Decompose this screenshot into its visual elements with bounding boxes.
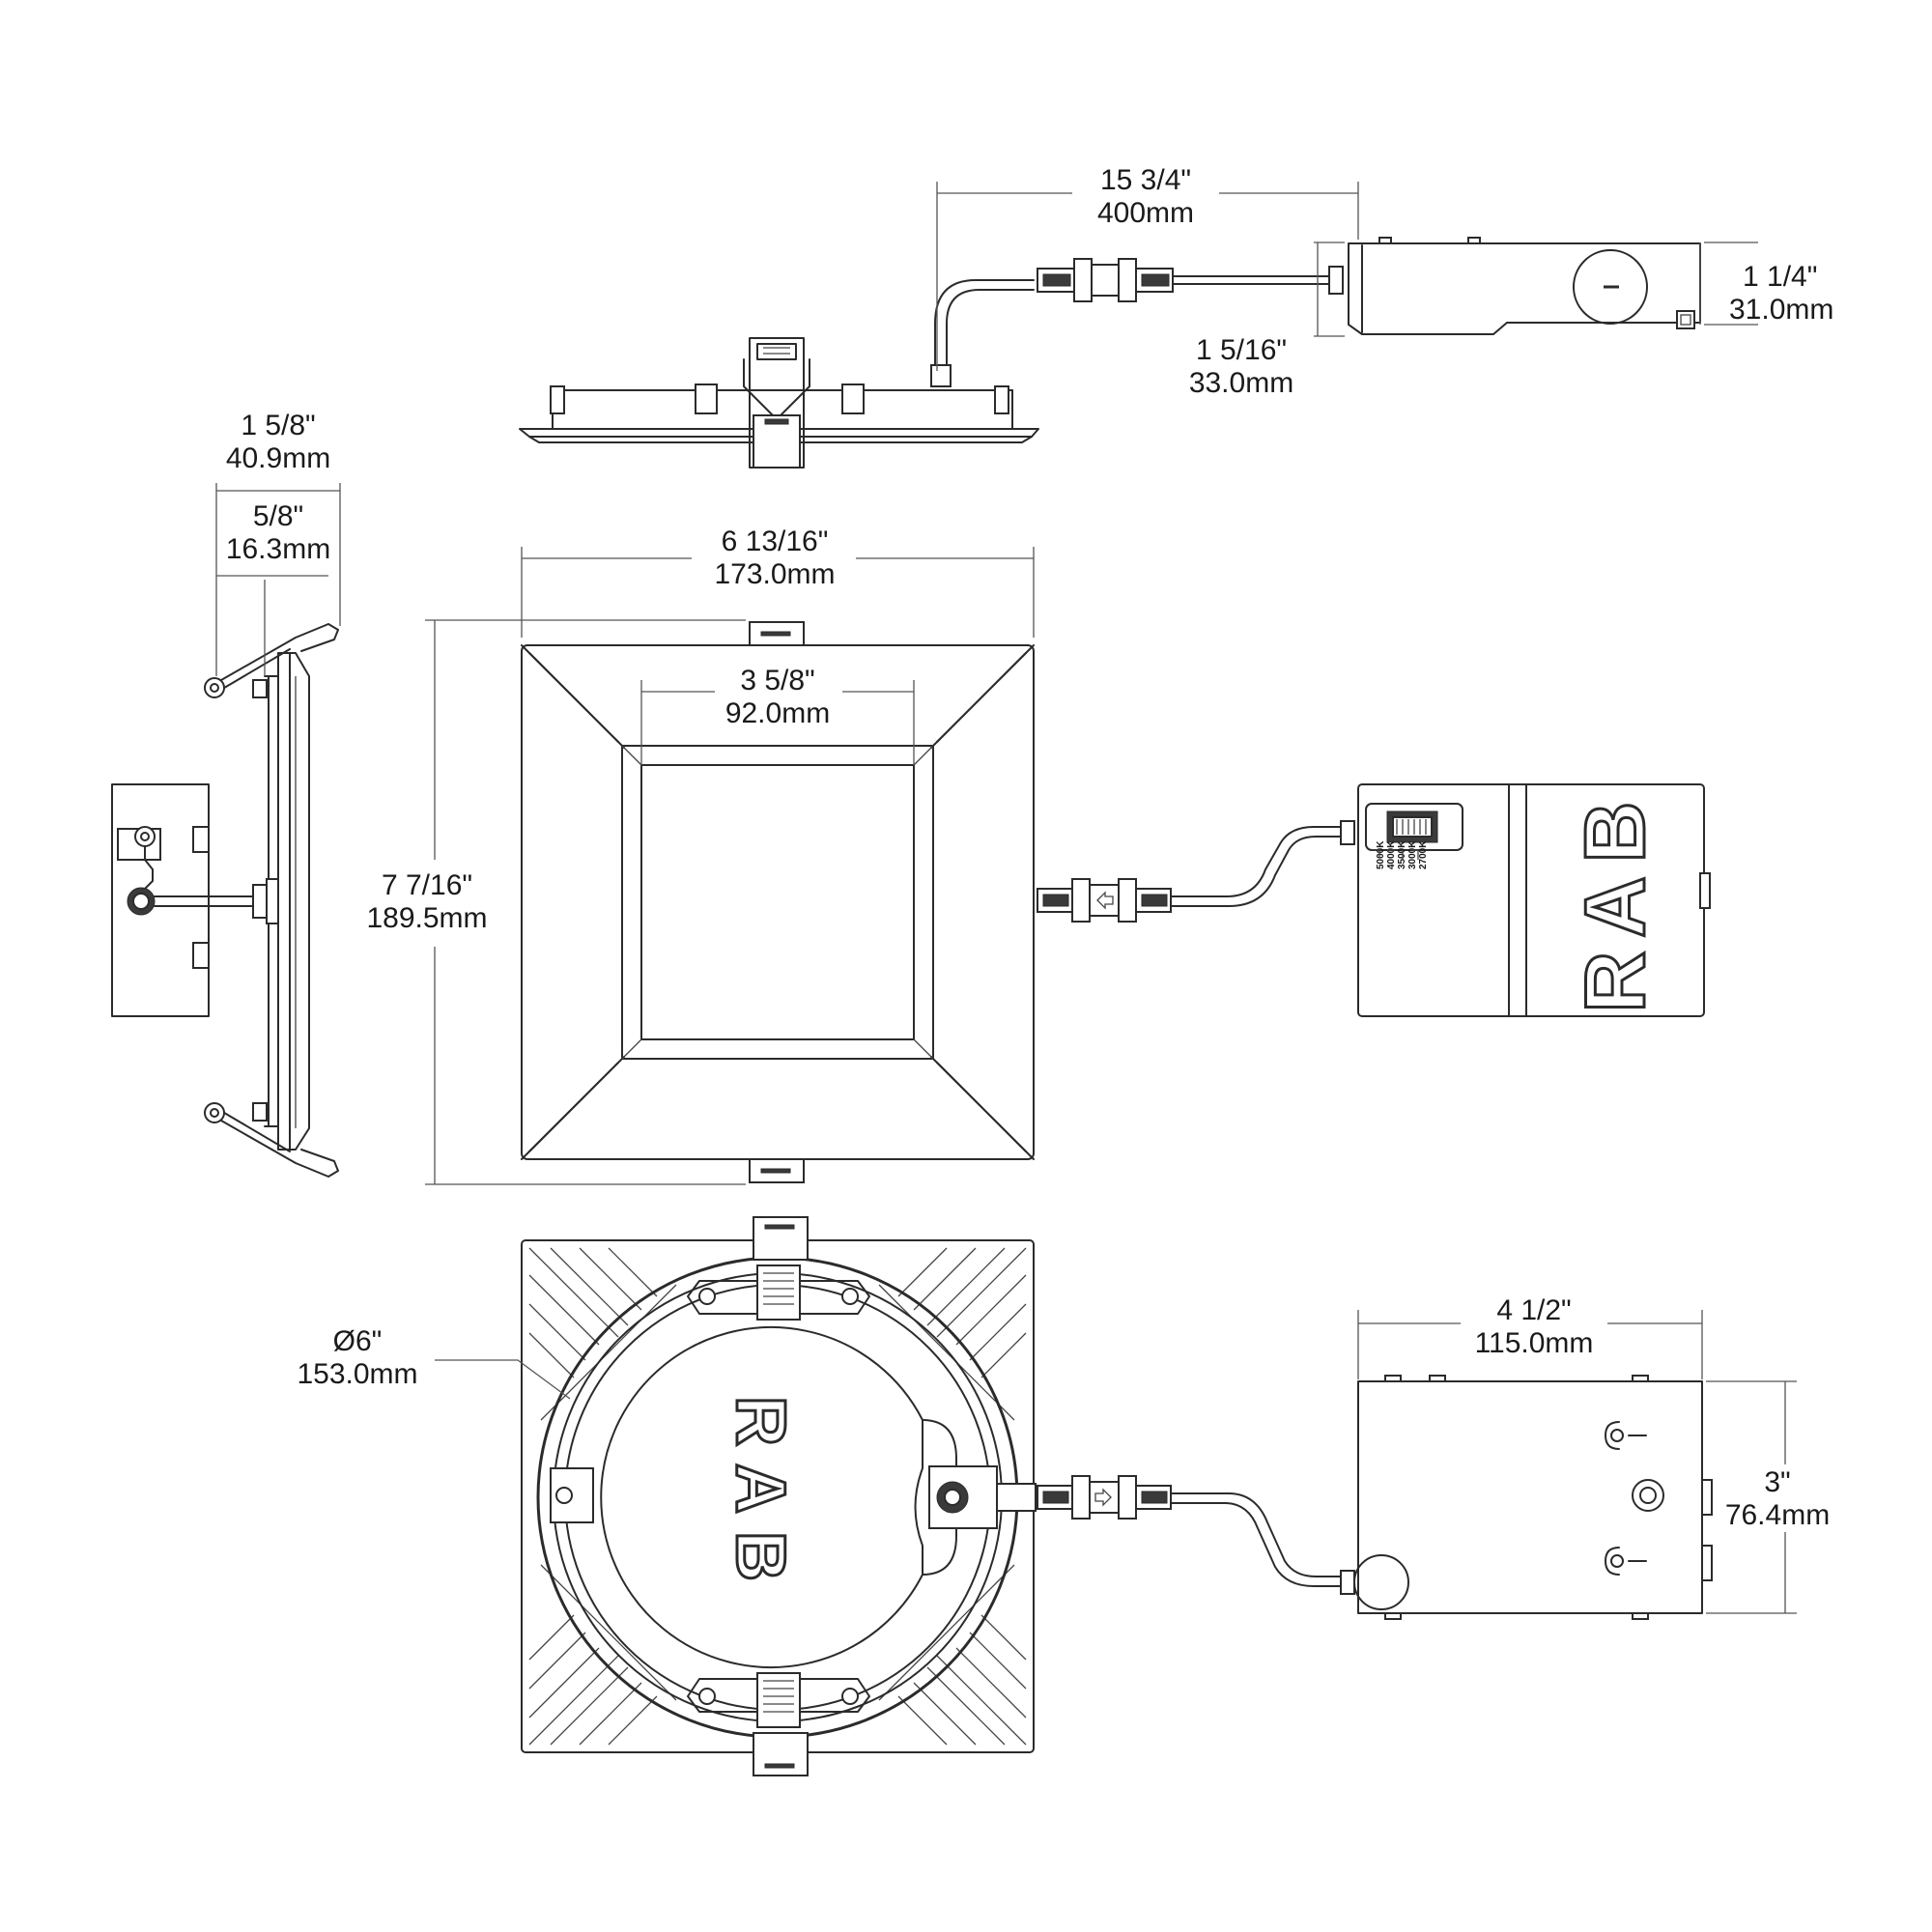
side-total-depth-imperial: 1 5/8" <box>241 410 315 441</box>
side-trim-depth-imperial: 5/8" <box>253 500 303 532</box>
driver-height-right-metric: 31.0mm <box>1729 294 1833 326</box>
cct-label-5: 2700K <box>1418 840 1429 869</box>
jbox-width-imperial: 4 1/2" <box>1496 1294 1571 1326</box>
driver-height-right-imperial: 1 1/4" <box>1743 261 1817 293</box>
cct-label-4: 3000K <box>1407 840 1418 869</box>
back-view: RAB <box>297 1216 1830 1776</box>
connector-length-metric: 400mm <box>1097 197 1194 229</box>
driver-height-left-metric: 33.0mm <box>1189 367 1293 399</box>
front-width-imperial: 6 13/16" <box>722 526 829 557</box>
driver-height-left-imperial: 1 5/16" <box>1196 334 1287 366</box>
jbox-height-metric: 76.4mm <box>1725 1499 1830 1531</box>
brand-logo-housing: RAB <box>722 1396 799 1599</box>
connector-length-imperial: 15 3/4" <box>1100 164 1191 196</box>
front-aperture-metric: 92.0mm <box>725 697 830 729</box>
jbox-width-metric: 115.0mm <box>1475 1327 1594 1359</box>
cutout-diameter-metric: 153.0mm <box>297 1358 417 1390</box>
side-total-depth-metric: 40.9mm <box>226 442 330 474</box>
front-height-metric: 189.5mm <box>366 902 487 934</box>
front-height-imperial: 7 7/16" <box>382 869 472 901</box>
cct-label-2: 4000K <box>1386 840 1397 869</box>
brand-logo-driver: RAB <box>1567 788 1662 1013</box>
front-view: 5000K 4000K 3500K 3000K 2700K RAB 6 13/1… <box>366 526 1711 1185</box>
front-aperture-imperial: 3 5/8" <box>740 665 814 696</box>
left-side-view: 1 5/8" 40.9mm 5/8" 16.3mm <box>111 410 341 1178</box>
top-side-view: 15 3/4" 400mm 1 1/4" 31.0mm 1 5/16" 33.0… <box>519 164 1833 469</box>
cct-label-1: 5000K <box>1376 840 1386 869</box>
front-width-metric: 173.0mm <box>714 558 835 590</box>
jbox-height-imperial: 3" <box>1764 1466 1790 1498</box>
side-trim-depth-metric: 16.3mm <box>226 533 330 565</box>
cutout-diameter-imperial: Ø6" <box>333 1325 383 1357</box>
